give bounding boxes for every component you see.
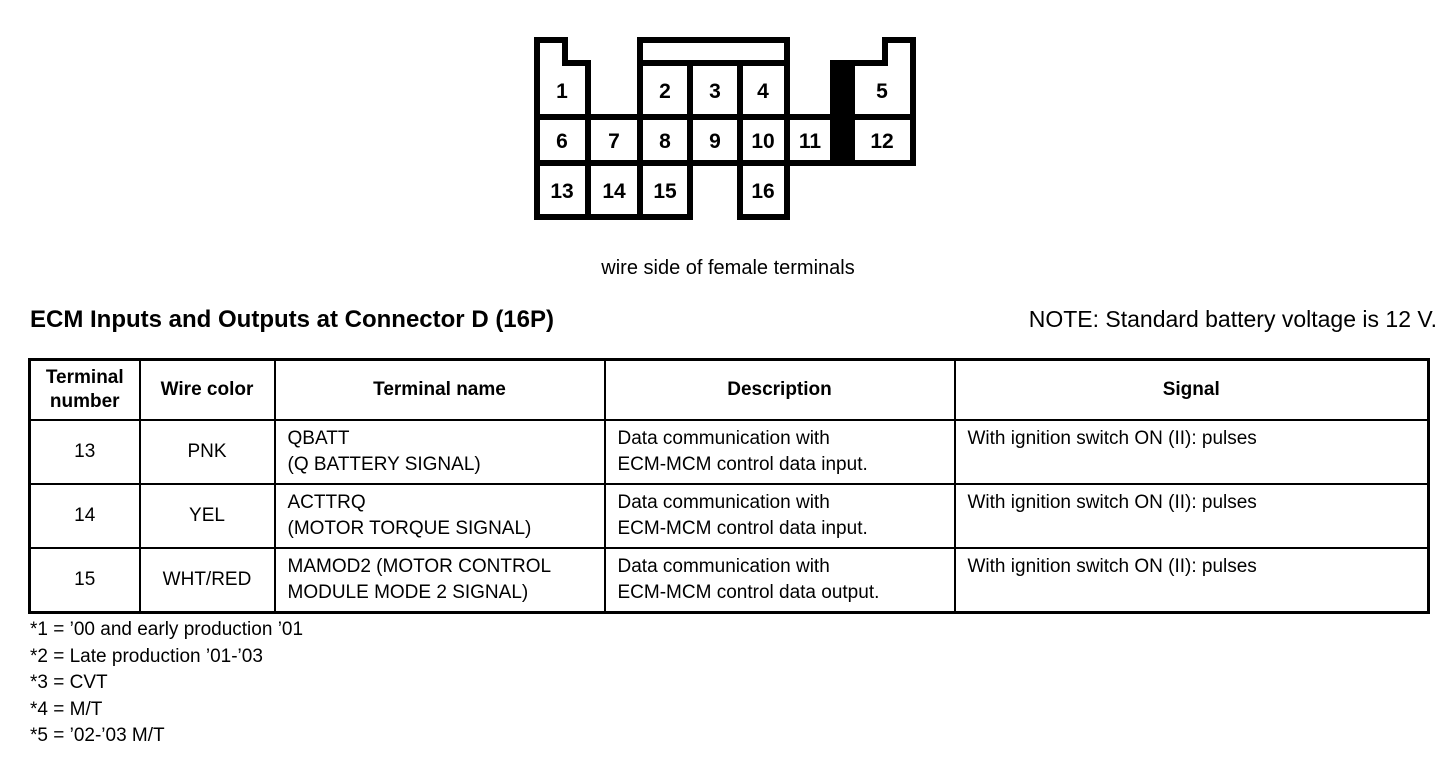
connector-pin-8: 8 [659, 130, 671, 153]
footnote-5: *5 = ’02-’03 M/T [30, 725, 165, 746]
connector-pin-9: 9 [709, 130, 721, 153]
connector-cell-11 [784, 114, 836, 166]
connector-pin-1: 1 [556, 80, 568, 103]
table-row: 13 PNK QBATT (Q BATTERY SIGNAL) Data com… [28, 419, 1430, 485]
terminal-name-line: (MOTOR TORQUE SIGNAL) [287, 518, 532, 539]
table-row: 14 YEL ACTTRQ (MOTOR TORQUE SIGNAL) Data… [28, 483, 1430, 549]
connector-keyway-strip [830, 60, 855, 166]
connector-pin-11: 11 [799, 130, 822, 153]
description-line: Data communication with [617, 428, 830, 449]
terminal-name-line: QBATT [287, 428, 350, 449]
terminal-name-line: MAMOD2 (MOTOR CONTROL [287, 556, 552, 577]
col-header-terminal-name: Terminal name [273, 358, 606, 421]
connector-pin-2: 2 [659, 80, 671, 103]
connector-pin-10: 10 [751, 130, 774, 153]
description-line: ECM-MCM control data input. [617, 454, 868, 475]
description-line: ECM-MCM control data input. [617, 518, 868, 539]
connector-top-bar [637, 37, 790, 66]
footnote-2: *2 = Late production ’01-’03 [30, 645, 263, 667]
connector-pin-13: 13 [550, 180, 573, 203]
col-header-wire-color: Wire color [138, 358, 276, 421]
description-cell: Data communication with ECM-MCM control … [603, 419, 956, 485]
table-row: 15 WHT/RED MAMOD2 (MOTOR CONTROL MODULE … [28, 547, 1430, 613]
connector-cell-1 [534, 37, 591, 120]
terminal-name-line: (Q BATTERY SIGNAL) [287, 454, 481, 475]
wire-color-cell: PNK [138, 419, 276, 485]
connector-caption: wire side of female terminals [601, 257, 855, 279]
connector-cell-15 [637, 160, 693, 220]
terminal-name-cell: MAMOD2 (MOTOR CONTROL MODULE MODE 2 SIGN… [273, 547, 606, 613]
connector-cell-4 [737, 60, 790, 120]
connector-pin-15: 15 [653, 180, 677, 203]
footnote-4: *4 = M/T [30, 698, 103, 720]
connector-cell-13 [534, 160, 591, 220]
connector-pin-7: 7 [608, 130, 620, 153]
footnote-1: *1 = ’00 and early production ’01 [30, 619, 304, 640]
title-row: ECM Inputs and Outputs at Connector D (1… [30, 306, 1437, 334]
signal-cell: With ignition switch ON (II): pulses [953, 419, 1430, 485]
connector-pin-5: 5 [876, 80, 888, 103]
terminal-name-cell: ACTTRQ (MOTOR TORQUE SIGNAL) [273, 483, 606, 549]
connector-pin-12: 12 [870, 130, 893, 153]
connector-pin-14: 14 [602, 180, 626, 203]
description-cell: Data communication with ECM-MCM control … [603, 483, 956, 549]
col-header-signal: Signal [953, 358, 1430, 421]
pinout-table: Terminal number Wire color Terminal name… [28, 358, 1430, 614]
battery-voltage-note: NOTE: Standard battery voltage is 12 V. [1028, 306, 1437, 332]
page-title: ECM Inputs and Outputs at Connector D (1… [30, 306, 555, 333]
table-header-row: Terminal number Wire color Terminal name… [28, 358, 1430, 421]
description-line: ECM-MCM control data output. [617, 582, 880, 603]
description-line: Data communication with [617, 492, 830, 513]
col-header-terminal-number: Terminal number [28, 358, 141, 421]
signal-cell: With ignition switch ON (II): pulses [953, 547, 1430, 613]
connector-pin-6: 6 [556, 130, 568, 153]
description-cell: Data communication with ECM-MCM control … [603, 547, 956, 613]
connector-cell-5 [849, 37, 916, 120]
connector-pin-3: 3 [709, 80, 721, 103]
terminal-name-cell: QBATT (Q BATTERY SIGNAL) [273, 419, 606, 485]
terminal-name-line: MODULE MODE 2 SIGNAL) [287, 582, 529, 603]
description-line: Data communication with [617, 556, 830, 577]
connector-cell-16 [737, 160, 790, 220]
terminal-name-line: ACTTRQ [287, 492, 366, 513]
signal-cell: With ignition switch ON (II): pulses [953, 483, 1430, 549]
connector-pin-16: 16 [751, 180, 774, 203]
footnote-3: *3 = CVT [30, 672, 108, 693]
wire-color-cell: YEL [138, 483, 276, 549]
terminal-number-cell: 14 [28, 483, 141, 549]
connector-pin-4: 4 [757, 80, 769, 103]
wire-color-cell: WHT/RED [138, 547, 276, 613]
terminal-number-cell: 13 [28, 419, 141, 485]
col-header-description: Description [603, 358, 956, 421]
connector-cell-12 [849, 114, 916, 166]
footnotes: *1 = ’00 and early production ’01 *2 = L… [30, 617, 303, 750]
connector-diagram: 1 2 3 4 5 6 7 8 9 10 11 12 13 14 15 16 [534, 37, 916, 220]
terminal-number-cell: 15 [28, 547, 141, 613]
